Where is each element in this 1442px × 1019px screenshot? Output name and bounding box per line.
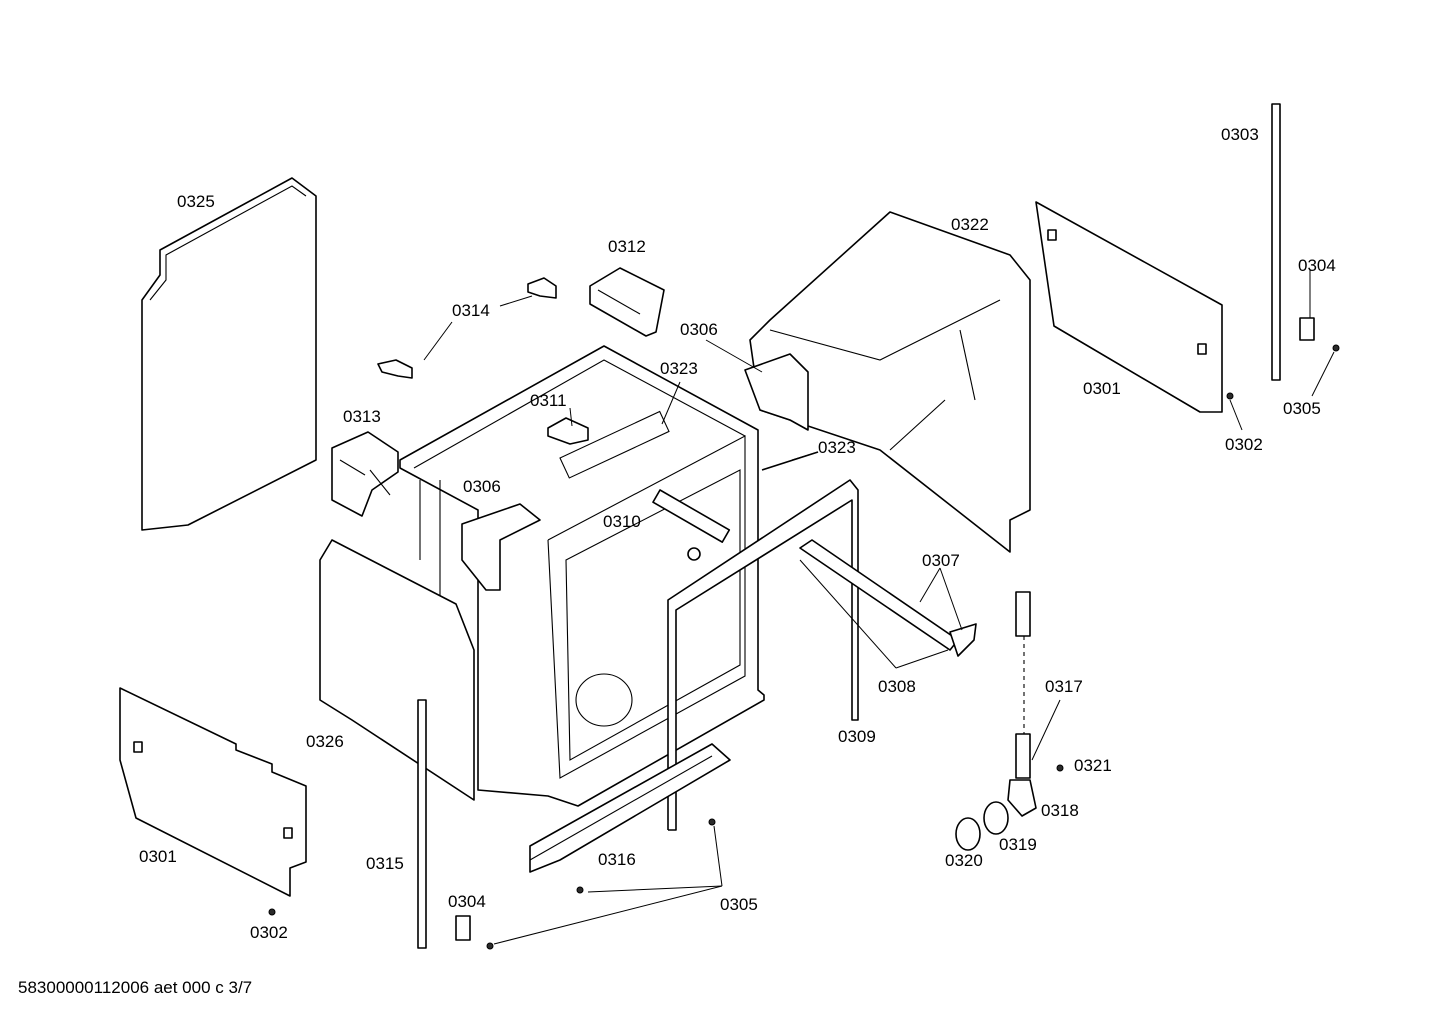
part-clip-0304-right	[1299, 317, 1315, 341]
callout-0319: 0319	[999, 835, 1037, 854]
part-clip-0311	[547, 417, 589, 445]
callout-0315: 0315	[366, 854, 404, 873]
part-hinge-0310	[652, 489, 731, 561]
part-clip-0304-left	[455, 915, 471, 941]
part-rail-0315	[417, 699, 427, 949]
part-bracket-0313	[331, 431, 399, 517]
callout-0305-left: 0305	[720, 895, 758, 914]
callout-0306-left: 0306	[463, 477, 501, 496]
part-screw-0321	[1056, 764, 1064, 772]
callout-0325: 0325	[177, 192, 215, 211]
callout-0323-right: 0323	[818, 438, 856, 457]
callout-0301-right: 0301	[1083, 379, 1121, 398]
callout-0306-right: 0306	[680, 320, 718, 339]
part-seal-0309	[667, 479, 859, 831]
part-hose-0317	[1015, 591, 1031, 779]
part-panel-0326	[319, 539, 475, 801]
part-panel-0301-right	[1035, 201, 1223, 413]
callout-0312: 0312	[608, 237, 646, 256]
part-base-strip-0316	[529, 743, 731, 873]
callout-0305-right: 0305	[1283, 399, 1321, 418]
callout-0313: 0313	[343, 407, 381, 426]
document-code: 58300000112006 aet 000 c 3/7	[18, 978, 253, 997]
callout-0317: 0317	[1045, 677, 1083, 696]
callout-0326: 0326	[306, 732, 344, 751]
callout-0309: 0309	[838, 727, 876, 746]
part-connector-0312	[589, 267, 665, 337]
callout-0308: 0308	[878, 677, 916, 696]
callout-0323-top: 0323	[660, 359, 698, 378]
callout-0314: 0314	[452, 301, 490, 320]
callout-0301-left: 0301	[139, 847, 177, 866]
callout-0316: 0316	[598, 850, 636, 869]
callout-0304-right: 0304	[1298, 256, 1336, 275]
callout-0302-left: 0302	[250, 923, 288, 942]
part-brackets-0314	[377, 277, 557, 379]
part-screws-left	[268, 818, 716, 950]
callout-0321: 0321	[1074, 756, 1112, 775]
part-rod-0307	[799, 539, 977, 657]
callout-0307: 0307	[922, 551, 960, 570]
callout-labels: 0325 0312 0314 0313 0311 0323 0323 0306 …	[139, 125, 1336, 942]
callout-0311: 0311	[530, 391, 567, 410]
part-top-cover-0322	[744, 211, 1031, 553]
part-side-panel-0325	[141, 177, 317, 531]
callout-0302-right: 0302	[1225, 435, 1263, 454]
part-screws-right	[1226, 344, 1340, 400]
leader-lines	[423, 270, 1335, 945]
callout-0303: 0303	[1221, 125, 1259, 144]
callout-0310: 0310	[603, 512, 641, 531]
part-rings-0319-0320	[955, 801, 1009, 851]
part-rail-0303	[1271, 103, 1281, 381]
part-elbow-0318	[1007, 779, 1037, 817]
callout-0304-left: 0304	[448, 892, 486, 911]
callout-0318: 0318	[1041, 801, 1079, 820]
callout-0320: 0320	[945, 851, 983, 870]
callout-0322: 0322	[951, 215, 989, 234]
part-bracket-0306-left	[461, 503, 541, 591]
part-panel-0301-left	[119, 687, 307, 897]
